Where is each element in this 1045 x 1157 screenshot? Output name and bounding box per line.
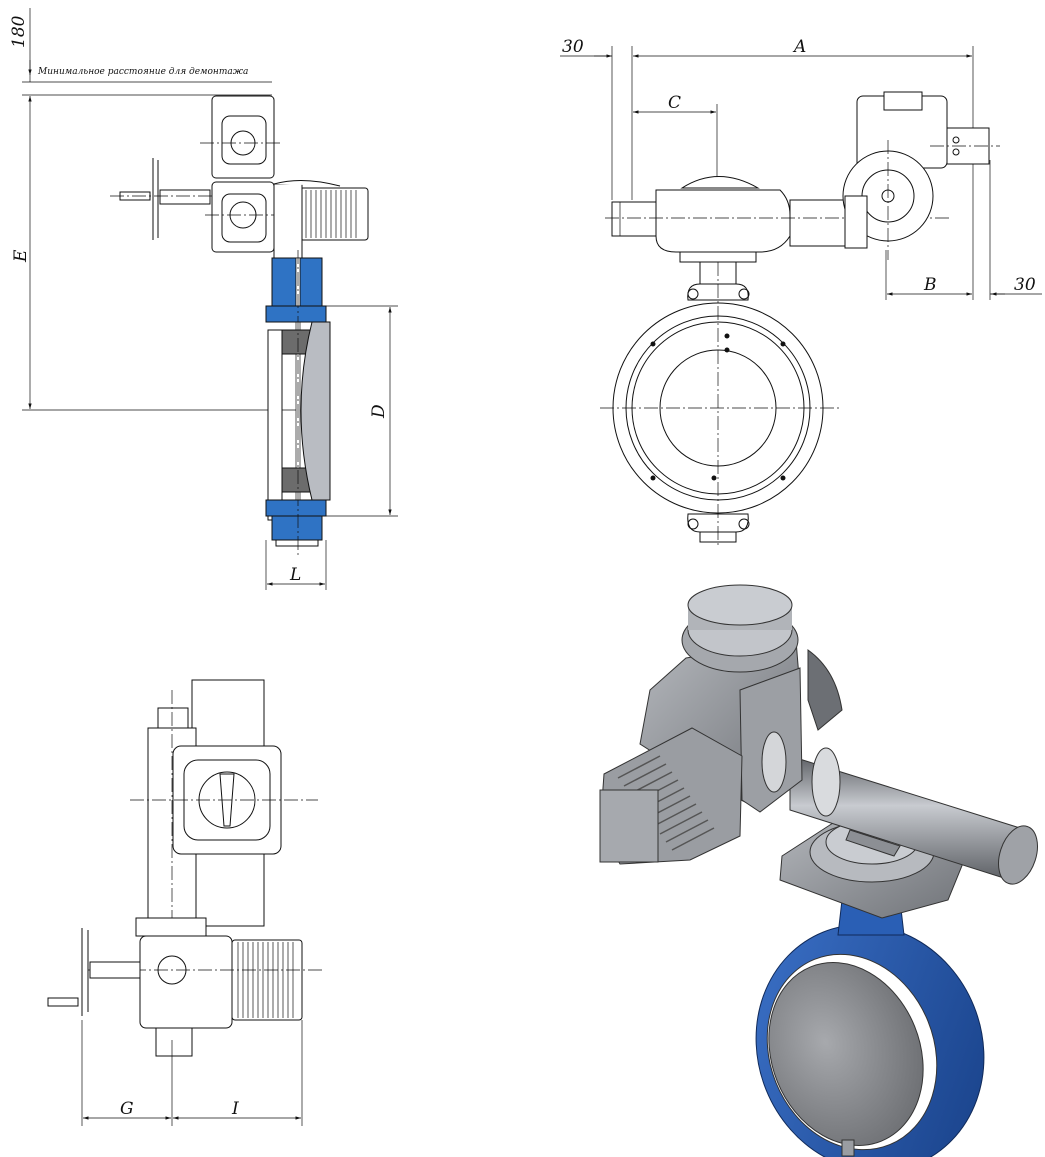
motor-housing bbox=[299, 187, 369, 241]
dim-L-label: L bbox=[289, 565, 301, 585]
dim-G-label: G bbox=[120, 1099, 134, 1119]
side-section-view: 180 Минимальное расстояние для демонтажа… bbox=[9, 8, 398, 590]
dim-B-label: B bbox=[923, 275, 937, 295]
dim-30-right-label: 30 bbox=[1014, 275, 1036, 295]
body-section-bottom bbox=[265, 499, 327, 517]
iso-disc bbox=[768, 962, 924, 1146]
dim-A-label: A bbox=[792, 37, 806, 57]
body-section-top bbox=[265, 305, 327, 323]
min-distance-note: Минимальное расстояние для демонтажа bbox=[37, 67, 248, 77]
dim-30-left-label: 30 bbox=[562, 37, 584, 57]
motor-fins bbox=[305, 190, 357, 238]
dim-C-label: C bbox=[668, 93, 681, 113]
dim-I-label: I bbox=[231, 1099, 239, 1119]
dim-D-label: D bbox=[369, 404, 389, 419]
dim-E-label: E bbox=[11, 249, 31, 263]
handwheel bbox=[110, 158, 212, 240]
front-view: 30 A C bbox=[560, 37, 1042, 548]
top-view: G I bbox=[47, 679, 325, 1126]
topview-gear-box bbox=[139, 935, 233, 1029]
isometric-view bbox=[599, 584, 1038, 1157]
stem-section-upper bbox=[271, 257, 297, 307]
dim-180-label: 180 bbox=[9, 15, 29, 48]
input-shaft bbox=[611, 201, 657, 237]
gearbox-body bbox=[655, 189, 791, 253]
topview-motor-fins bbox=[237, 942, 294, 1018]
topview-handwheel bbox=[47, 928, 141, 1016]
